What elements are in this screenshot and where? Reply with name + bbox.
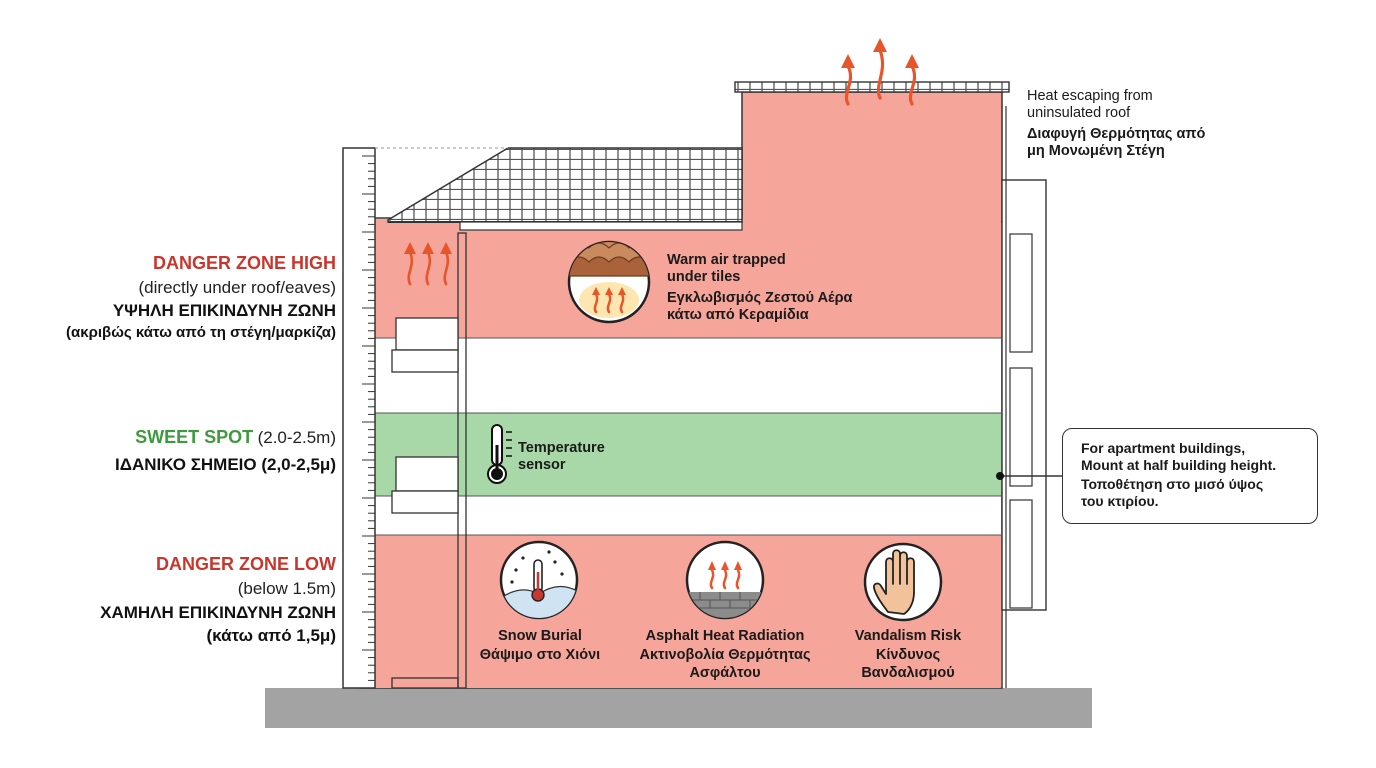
hazard-vandalism-gr1: Κίνδυνος xyxy=(875,647,941,664)
warm-air-gr2: κάτω από Κεραμίδια xyxy=(667,307,809,324)
ground xyxy=(265,688,1092,728)
tower-wall xyxy=(741,91,1003,223)
danger-zone-low-label: DANGER ZONE LOW (below 1.5m) ΧΑΜΗΛΗ ΕΠΙΚ… xyxy=(100,554,336,647)
danger-zone-low-title: DANGER ZONE LOW xyxy=(156,554,336,574)
snow-icon xyxy=(499,540,579,620)
warm-air-text: Warm air trapped under tiles Εγκλωβισμός… xyxy=(667,252,852,325)
roof-heat-gr1: Διαφυγή Θερμότητας από xyxy=(1027,125,1206,142)
hazard-asphalt-gr1: Ακτινοβολία Θερμότητας xyxy=(639,647,811,664)
hazard-asphalt-gr2: Ασφάλτου xyxy=(689,664,761,681)
danger-zone-low-title-gr: ΧΑΜΗΛΗ ΕΠΙΚΙΝΔΥΝΗ ΖΩΝΗ xyxy=(100,602,336,622)
eaves-heat-arrows-icon xyxy=(407,250,450,286)
hazard-vandalism-gr2: Βανδαλισμού xyxy=(861,664,955,681)
hazard-asphalt-label: Asphalt Heat Radiation Ακτινοβολία Θερμό… xyxy=(620,628,830,682)
apartment-gr1: Τοποθέτηση στο μισό ύψος xyxy=(1081,476,1264,493)
thermometer-icon xyxy=(487,424,512,484)
danger-zone-low-subtitle: (below 1.5m) xyxy=(237,578,336,598)
side-wall xyxy=(1001,179,1047,611)
sensor-text: Temperature sensor xyxy=(518,440,605,475)
sweet-spot-title: SWEET SPOT xyxy=(135,427,254,447)
apartment-callout: For apartment buildings, Mount at half b… xyxy=(1062,428,1318,524)
warm-air-gr1: Εγκλωβισμός Ζεστού Αέρα xyxy=(667,289,853,306)
hazard-vandalism-label: Vandalism Risk Κίνδυνος Βανδαλισμού xyxy=(828,628,988,682)
sweet-spot-title-gr: ΙΔΑΝΙΚΟ ΣΗΜΕΙΟ (2,0-2,5μ) xyxy=(115,454,336,474)
danger-zone-high-subtitle-gr: (ακριβώς κάτω από τη στέγη/μαρκίζα) xyxy=(66,324,336,342)
height-ruler xyxy=(342,147,376,689)
sweet-spot-label: SWEET SPOT (2.0-2.5m) ΙΔΑΝΙΚΟ ΣΗΜΕΙΟ (2,… xyxy=(115,427,336,475)
roof-tiles-icon xyxy=(567,240,651,324)
hazard-vandalism-title: Vandalism Risk xyxy=(854,628,962,644)
roof-heat-gr2: μη Μονωμένη Στέγη xyxy=(1027,143,1165,160)
hazard-snow-gr1: Θάψιμο στο Χιόνι xyxy=(479,647,601,664)
danger-zone-high-band xyxy=(361,219,1001,338)
sensor-line1: Temperature xyxy=(518,440,605,456)
hazard-asphalt-title: Asphalt Heat Radiation xyxy=(645,628,805,644)
flat-roof xyxy=(734,81,1010,93)
danger-zone-high-subtitle: (directly under roof/eaves) xyxy=(138,277,336,297)
asphalt-heat-icon xyxy=(685,540,765,620)
warm-air-line2: under tiles xyxy=(667,269,741,286)
roof-heat-line2: uninsulated roof xyxy=(1027,105,1131,122)
sweet-spot-band xyxy=(361,413,1001,496)
sensor-line2: sensor xyxy=(518,457,566,474)
balcony-upper xyxy=(391,317,459,373)
sweet-spot-range: (2.0-2.5m) xyxy=(257,428,336,447)
apartment-line1: For apartment buildings, xyxy=(1081,440,1246,456)
roof-tiles xyxy=(387,147,743,223)
danger-zone-high-title-gr: ΥΨΗΛΗ ΕΠΙΚΙΝΔΥΝΗ ΖΩΝΗ xyxy=(112,300,336,320)
apartment-line2: Mount at half building height. xyxy=(1081,457,1277,474)
roof-heat-line1: Heat escaping from xyxy=(1027,88,1153,104)
apartment-gr2: του κτιρίου. xyxy=(1081,493,1159,510)
door xyxy=(391,677,459,689)
danger-zone-high-label: DANGER ZONE HIGH (directly under roof/ea… xyxy=(66,253,336,342)
heat-arrows-icon xyxy=(844,48,917,106)
mount-point xyxy=(996,472,1004,480)
hand-icon xyxy=(863,542,943,622)
hazard-snow-title: Snow Burial xyxy=(498,628,582,644)
roof-heat-text: Heat escaping from uninsulated roof Διαφ… xyxy=(1027,88,1205,161)
hazard-snow-label: Snow Burial Θάψιμο στο Χιόνι xyxy=(460,628,620,665)
danger-zone-low-subtitle-gr: (κάτω από 1,5μ) xyxy=(206,626,337,646)
balcony-lower xyxy=(391,456,459,514)
danger-zone-high-title: DANGER ZONE HIGH xyxy=(152,253,336,273)
warm-air-line1: Warm air trapped xyxy=(667,252,786,268)
